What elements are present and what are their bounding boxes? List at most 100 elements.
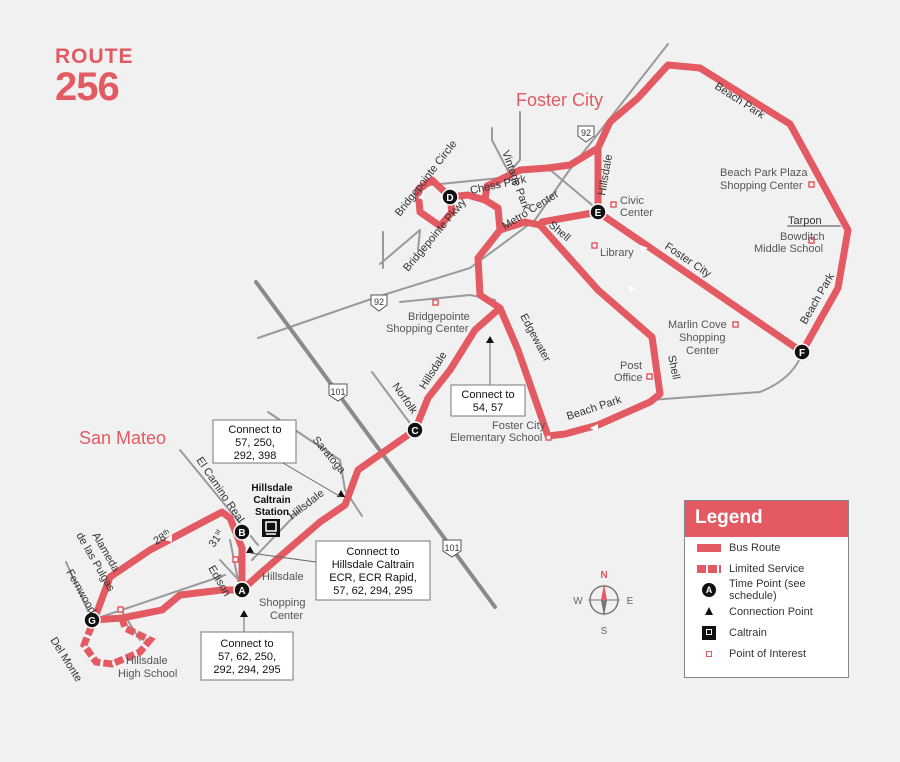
poi-beach-park-plaza[interactable] bbox=[808, 181, 815, 188]
label-shell-right: Shell bbox=[665, 354, 682, 380]
label-library: Library bbox=[600, 247, 634, 259]
poi-post-office[interactable] bbox=[646, 373, 653, 380]
arrow-5 bbox=[590, 424, 598, 432]
time-point-g[interactable]: G bbox=[83, 611, 101, 629]
hw92-shield-bottom: 92 bbox=[370, 294, 388, 312]
caltrain-legend-icon bbox=[697, 625, 721, 640]
poi-civic-center[interactable] bbox=[610, 201, 617, 208]
legend-row-poi: Point of Interest bbox=[685, 643, 848, 664]
svg-text:57, 62, 294, 295: 57, 62, 294, 295 bbox=[333, 585, 413, 597]
foster-city-east bbox=[547, 167, 599, 211]
svg-text:F: F bbox=[799, 348, 805, 359]
direction-arrows bbox=[165, 160, 648, 542]
hw92-shield-top: 92 bbox=[577, 125, 595, 143]
callout-57-250: Connect to 57, 250, 292, 398 bbox=[212, 419, 297, 464]
connection-point-4 bbox=[240, 610, 248, 617]
street-grid bbox=[65, 43, 841, 641]
poi-marlin-cove[interactable] bbox=[732, 321, 739, 328]
legend-caltrain-label: Caltrain bbox=[729, 626, 767, 639]
city-san-mateo: San Mateo bbox=[79, 428, 167, 448]
label-norfolk: Norfolk bbox=[390, 381, 420, 417]
label-31st: 31st bbox=[207, 528, 227, 549]
poi-library[interactable] bbox=[591, 242, 598, 249]
poi-foster-elem[interactable] bbox=[545, 434, 552, 441]
svg-text:Connect to: Connect to bbox=[220, 638, 273, 650]
label-hillsdale-sc-3: Center bbox=[270, 610, 303, 622]
compass-n: N bbox=[600, 570, 607, 581]
connection-point-2 bbox=[337, 490, 345, 497]
saratoga-road bbox=[267, 411, 363, 517]
limited-service-swatch bbox=[697, 562, 721, 576]
label-bowditch-1: Bowditch bbox=[780, 231, 825, 243]
norfolk-road bbox=[371, 371, 416, 431]
poi-bridgepointe-sc[interactable] bbox=[432, 299, 439, 306]
legend-title: Legend bbox=[685, 501, 848, 537]
hw101-shield-top: 101 bbox=[328, 383, 348, 402]
time-point-c[interactable]: C bbox=[406, 421, 424, 439]
poi-labels: Civic Center Library Beach Park Plaza Sh… bbox=[118, 167, 825, 680]
svg-text:Connect to: Connect to bbox=[346, 546, 399, 558]
time-point-e[interactable]: E bbox=[589, 203, 607, 221]
bus-route-swatch bbox=[697, 541, 721, 555]
time-point-f[interactable]: F bbox=[793, 343, 811, 361]
label-bridgepointe-sc-2: Shopping Center bbox=[386, 323, 469, 335]
label-foster-elem-1: Foster City bbox=[492, 420, 546, 432]
legend-limited-label: Limited Service bbox=[729, 562, 805, 575]
legend-connection-label: Connection Point bbox=[729, 605, 813, 618]
label-bridgepointe-pkwy: Bridgepointe Pkwy bbox=[401, 196, 469, 274]
label-caltrain-2: Caltrain bbox=[253, 495, 290, 506]
label-saratoga: Saratoga bbox=[310, 434, 348, 477]
route-bridgepointe-loop bbox=[414, 176, 489, 230]
caltrain-icon[interactable] bbox=[262, 519, 280, 537]
poi-bowditch[interactable] bbox=[808, 237, 815, 244]
label-fernwood: Fernwood bbox=[63, 568, 98, 616]
poi-hillsdale-hs[interactable] bbox=[117, 606, 124, 613]
route-number: 256 bbox=[55, 65, 120, 109]
legend-row-limited: Limited Service bbox=[685, 558, 848, 579]
label-del-monte: Del Monte bbox=[47, 635, 84, 684]
svg-text:E: E bbox=[595, 208, 602, 219]
callout-lines bbox=[243, 343, 491, 632]
svg-text:ECR, ECR Rapid,: ECR, ECR Rapid, bbox=[329, 572, 416, 584]
fernwood-road bbox=[65, 561, 226, 621]
time-point-b[interactable]: B bbox=[233, 523, 251, 541]
compass-e: E bbox=[627, 596, 634, 607]
legend: Legend Bus Route Limited Service A Time … bbox=[684, 500, 849, 678]
arrow-3 bbox=[628, 286, 636, 292]
svg-text:C: C bbox=[411, 426, 418, 437]
label-hillsdale-sc-2: Shopping bbox=[259, 597, 306, 609]
svg-text:Hillsdale Caltrain: Hillsdale Caltrain bbox=[332, 559, 415, 571]
limited-service bbox=[80, 616, 156, 668]
compass-s: S bbox=[601, 626, 608, 637]
svg-text:G: G bbox=[88, 616, 96, 627]
compass-w: W bbox=[573, 596, 583, 607]
route-title: ROUTE 256 bbox=[55, 46, 134, 107]
time-point-d[interactable]: D bbox=[441, 188, 459, 206]
edison-road bbox=[229, 539, 241, 591]
label-bowditch-2: Middle School bbox=[754, 243, 823, 255]
label-marlin-cove-2: Shopping bbox=[679, 332, 726, 344]
svg-text:101: 101 bbox=[444, 543, 459, 553]
connection-callouts: Connect to 54, 57 Connect to 57, 250, 29… bbox=[200, 384, 526, 681]
svg-text:92: 92 bbox=[374, 297, 384, 307]
label-civic-center-1: Civic bbox=[620, 195, 644, 207]
label-hillsdale-sc-1: Hillsdale bbox=[262, 571, 304, 583]
route-connector bbox=[481, 61, 852, 356]
svg-text:292, 398: 292, 398 bbox=[234, 450, 277, 462]
svg-text:92: 92 bbox=[581, 128, 591, 138]
svg-text:Connect to: Connect to bbox=[461, 389, 514, 401]
legend-bus-route-label: Bus Route bbox=[729, 541, 781, 554]
time-point-a[interactable]: A bbox=[233, 581, 251, 599]
poi-hillsdale-sc[interactable] bbox=[232, 556, 239, 563]
label-28th: 28th bbox=[152, 528, 174, 547]
label-caltrain-1: Hillsdale bbox=[251, 483, 293, 494]
hillsdale-hs-road bbox=[119, 607, 141, 641]
route-main-trunk bbox=[118, 218, 664, 622]
svg-text:54, 57: 54, 57 bbox=[473, 402, 504, 414]
svg-text:101: 101 bbox=[330, 387, 345, 397]
callout-57-62: Connect to 57, 62, 250, 292, 294, 295 bbox=[200, 631, 294, 681]
label-marlin-cove-1: Marlin Cove bbox=[668, 319, 727, 331]
bridgepointe-road bbox=[379, 229, 421, 269]
callout-line-2 bbox=[282, 462, 342, 498]
